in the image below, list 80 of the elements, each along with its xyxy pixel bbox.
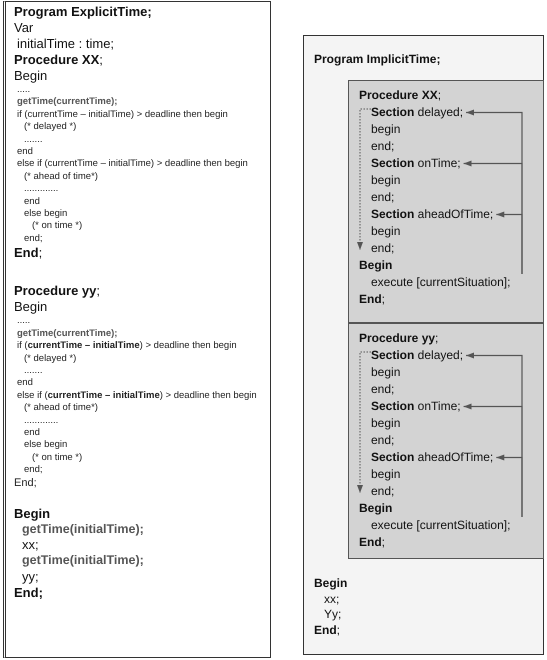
arrow [496,212,523,274]
section-line: Section aheadOfTime; [371,206,494,223]
code-line: begin [371,223,400,240]
code-line: End; [14,245,42,262]
code-line: Begin [14,68,48,84]
code-line: end [23,196,40,208]
code-line: end; [371,483,394,500]
code-line: ..... [16,315,30,328]
code-line: Procedure yy; [14,283,100,300]
code-line: end [16,146,33,158]
code-line: (* on time *) [31,220,82,233]
arrow [496,454,523,517]
procedure-box [348,323,544,559]
code-line: initialTime : time; [16,36,114,52]
code-line: end; [371,240,394,257]
code-line: ............. [23,183,58,196]
code-line: begin [371,466,400,483]
code-line: execute [currentSituation]; [371,274,535,291]
code-line: xx; [21,537,39,554]
code-line: Begin [14,506,50,522]
code-line: Program ExplicitTime; [14,4,152,20]
code-line: (* ahead of time*) [23,170,98,184]
code-line: getTime(currentTime); [16,96,118,109]
code-line: Begin [14,299,48,316]
code-line: Procedure XX; [14,52,103,68]
code-line: begin [371,415,400,432]
code-line: xx; [324,592,340,606]
code-line: Var [14,20,34,36]
code-line: end; [371,138,394,155]
code-panel [3,1,271,658]
section-line: Section onTime; [371,398,461,415]
section-line: Section delayed; [371,347,464,364]
program-heading: Program ImplicitTime; [314,52,440,66]
code-line: Yy; [324,607,342,621]
code-line: (* on time *) [31,452,82,464]
code-line: end; [371,432,394,449]
code-line: ..... [16,84,30,96]
code-line: (* ahead of time*) [23,402,98,415]
code-line: End; [14,584,43,601]
code-line: (* delayed *) [23,121,76,134]
code-line: end [23,426,40,440]
code-line: Begin [359,257,392,274]
code-line: else if (currentTime – initialTime) > deadline then begin [16,158,248,171]
code-line: begin [371,172,400,189]
code-line: End; [359,291,386,308]
procedure-heading: Procedure XX; [359,87,442,104]
code-line: End; [359,534,386,551]
code-line: end; [371,381,394,398]
code-line: End; [14,476,37,490]
section-line: Section delayed; [371,104,464,121]
code-line: execute [currentSituation]; [371,517,535,534]
code-line: end; [23,464,42,477]
flow-arrow [357,108,372,250]
code-line: getTime(initialTime); [21,553,144,569]
code-line: Begin [359,500,392,517]
code-line: else if (currentTime – initialTime) > deadline then begin [16,390,257,402]
code-line: begin [371,121,400,138]
code-line: end; [371,189,394,206]
code-line: ....... [23,134,42,146]
code-line: if (currentTime – initialTime) > deadline then begin [16,108,228,122]
section-line: Section aheadOfTime; [371,449,494,466]
code-line: yy; [21,568,39,585]
code-line: end [16,377,33,390]
code-line: End; [314,622,340,636]
section-line: Section onTime; [371,155,461,172]
code-line: ....... [23,364,42,378]
program-box [303,35,544,655]
code-line: getTime(currentTime); [16,328,118,340]
code-line: if (currentTime – initialTime) > deadline then begin [16,340,237,352]
code-line: end; [23,232,42,246]
code-line: getTime(initialTime); [21,522,144,538]
code-line: Begin [314,576,348,590]
code-line: ............. [23,414,58,427]
code-line: (* delayed *) [23,352,76,365]
code-line: else begin [23,439,68,452]
code-line: begin [371,364,400,381]
flow-arrow [357,352,372,494]
procedure-heading: Procedure yy; [359,330,438,347]
procedure-box [348,80,544,323]
code-line: else begin [23,208,68,220]
